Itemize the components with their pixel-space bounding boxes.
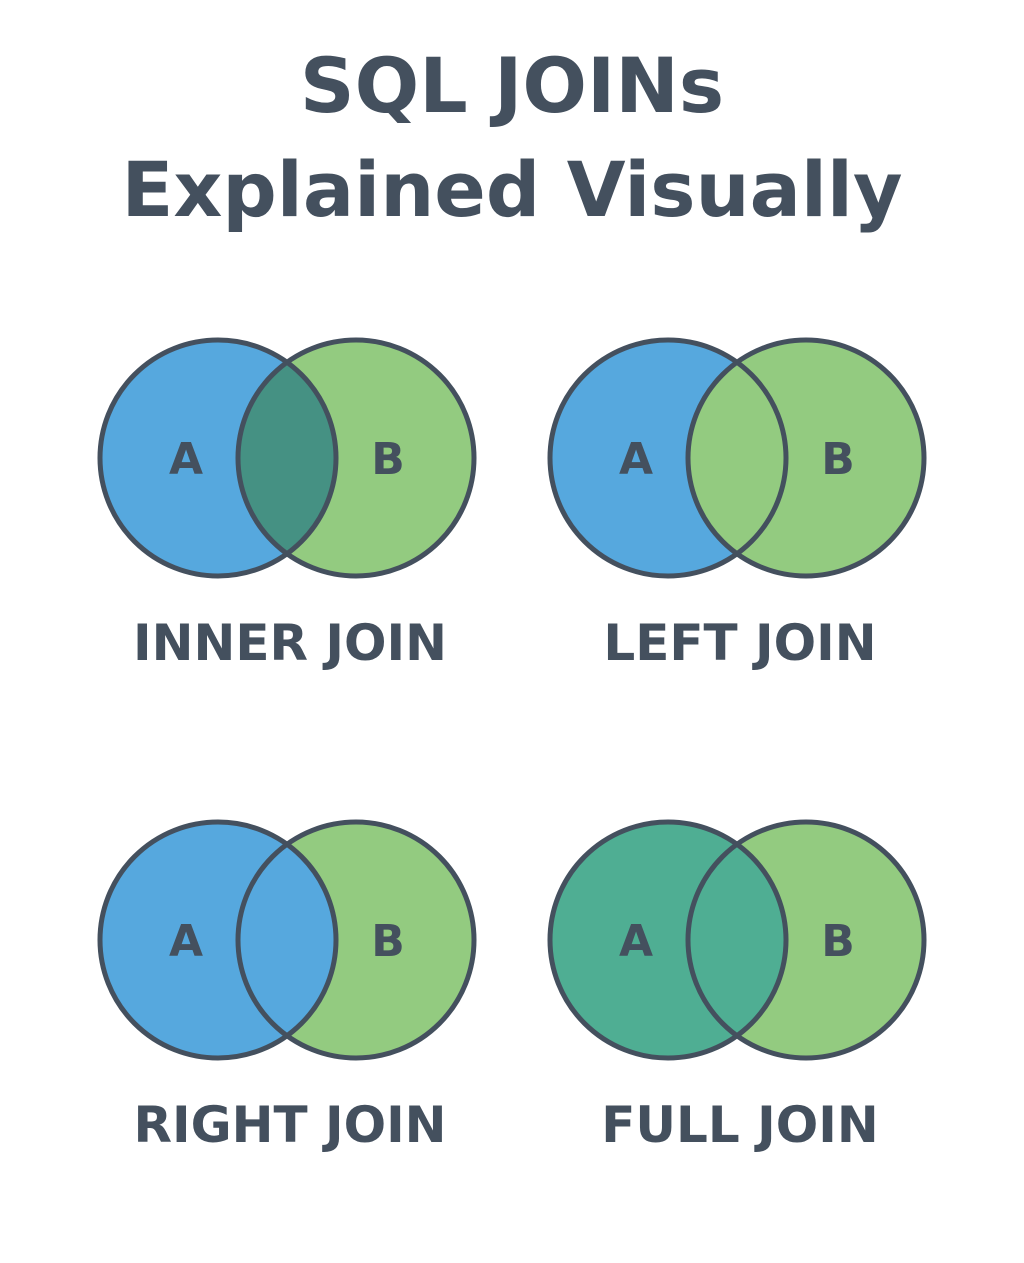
page-title-line-1: SQL JOINs bbox=[299, 41, 725, 130]
set-b-outline bbox=[685, 337, 927, 579]
set-b-label: B bbox=[821, 916, 855, 967]
set-a-label: A bbox=[169, 916, 203, 967]
set-b-label: B bbox=[371, 434, 405, 485]
set-a-label: A bbox=[619, 916, 653, 967]
page-title-line-2: Explained Visually bbox=[121, 145, 903, 234]
set-b-label: B bbox=[371, 916, 405, 967]
set-a-outline bbox=[97, 819, 339, 1061]
join-label: FULL JOIN bbox=[601, 1096, 879, 1154]
set-b-label: B bbox=[821, 434, 855, 485]
set-a-label: A bbox=[169, 434, 203, 485]
set-a-outline bbox=[547, 337, 789, 579]
set-b-outline bbox=[235, 337, 477, 579]
set-a-label: A bbox=[619, 434, 653, 485]
set-b-outline bbox=[685, 819, 927, 1061]
overlap-region bbox=[688, 844, 786, 1036]
set-a-outline bbox=[97, 337, 339, 579]
overlap-region bbox=[688, 362, 786, 554]
set-b-outline bbox=[235, 819, 477, 1061]
join-label: INNER JOIN bbox=[133, 614, 447, 672]
overlap-region bbox=[237, 362, 336, 554]
overlap-region bbox=[237, 844, 336, 1036]
join-label: RIGHT JOIN bbox=[133, 1096, 447, 1154]
join-label: LEFT JOIN bbox=[603, 614, 877, 672]
set-a-outline bbox=[547, 819, 789, 1061]
